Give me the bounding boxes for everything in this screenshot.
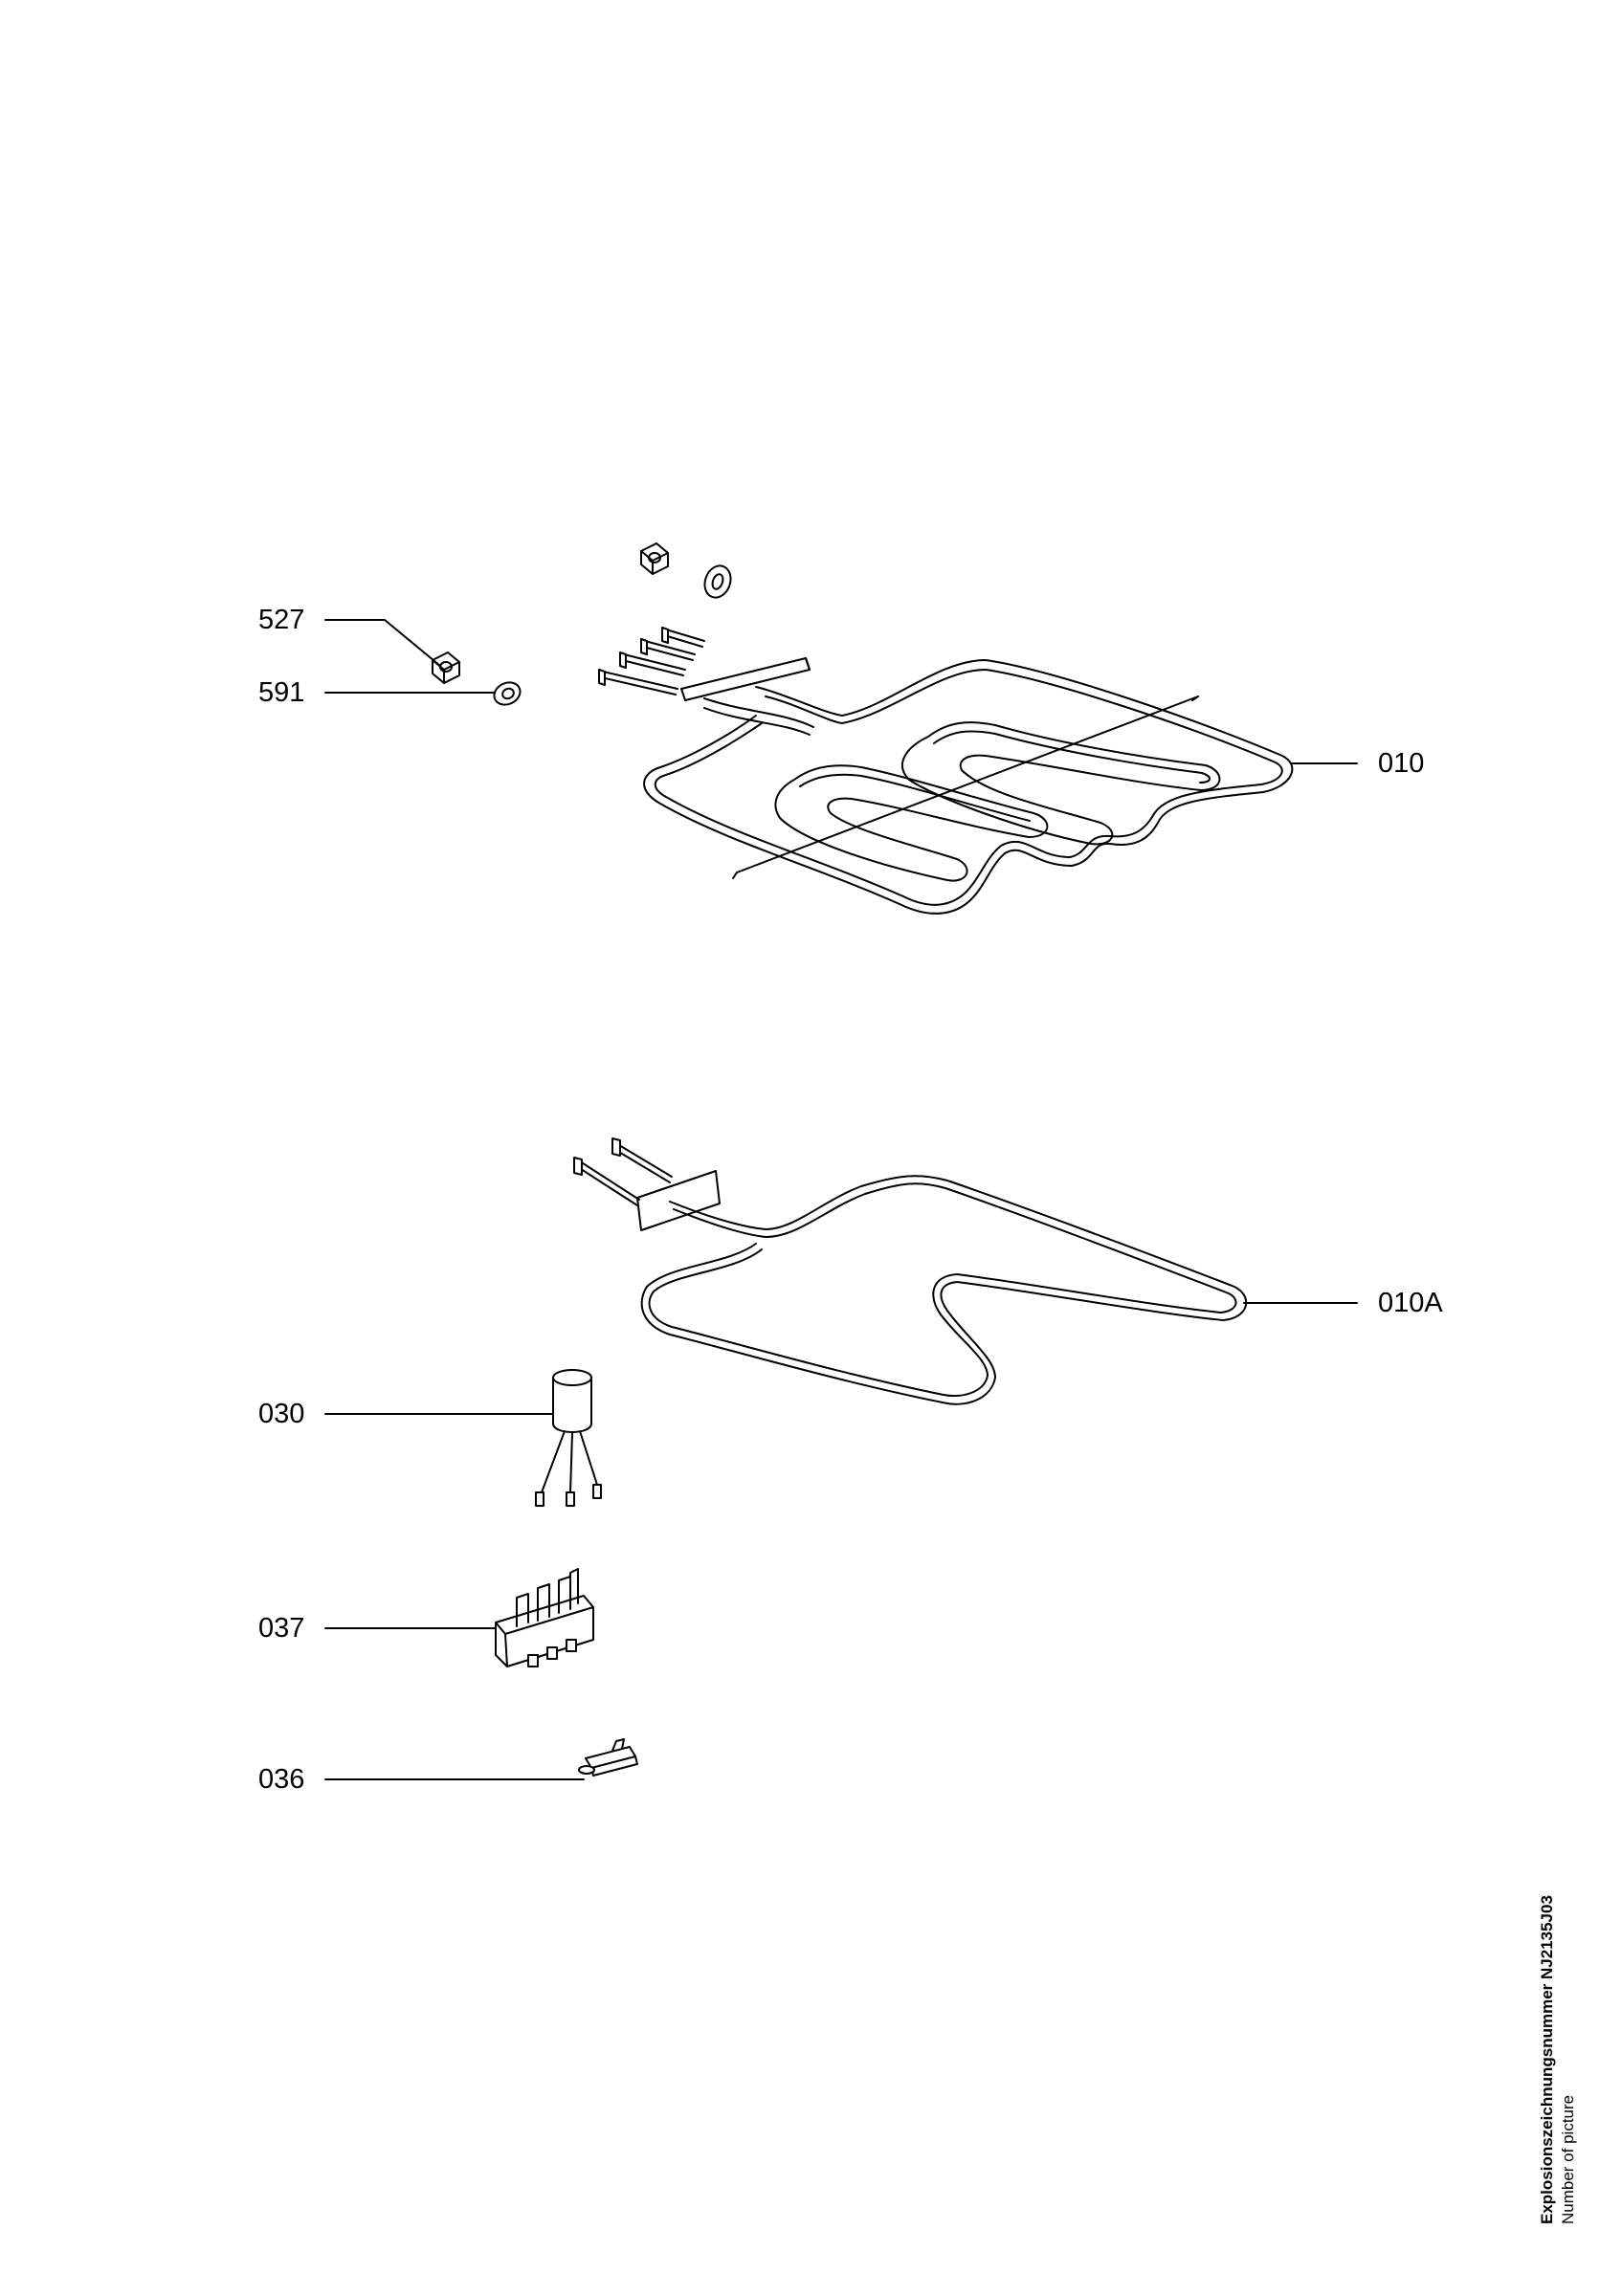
part-010a-bottom-element[interactable] — [574, 1138, 1246, 1404]
part-037-terminal-block[interactable] — [496, 1569, 593, 1667]
callout-591: 591 — [258, 677, 305, 708]
callout-037: 037 — [258, 1613, 305, 1644]
part-010-grill-element[interactable] — [599, 628, 1292, 914]
drawing-number-block: Explosionszeichnungsnummer NJ2135J03 Num… — [1537, 1895, 1579, 2224]
spare-washer[interactable] — [700, 563, 735, 602]
part-527-nut[interactable] — [433, 652, 459, 683]
part-036-clip[interactable] — [579, 1739, 637, 1776]
spare-nut[interactable] — [641, 543, 668, 574]
number-of-picture-label: Number of picture — [1559, 2094, 1577, 2224]
callout-010a: 010A — [1378, 1288, 1443, 1318]
part-591-washer[interactable] — [491, 678, 524, 709]
callout-036: 036 — [258, 1764, 305, 1795]
callout-527: 527 — [258, 605, 305, 635]
leader-lines — [325, 620, 1357, 1779]
part-030-capacitor[interactable] — [536, 1370, 601, 1506]
callout-030: 030 — [258, 1399, 305, 1429]
drawing-number: Explosionszeichnungsnummer NJ2135J03 — [1538, 1895, 1556, 2224]
callout-010: 010 — [1378, 748, 1425, 779]
